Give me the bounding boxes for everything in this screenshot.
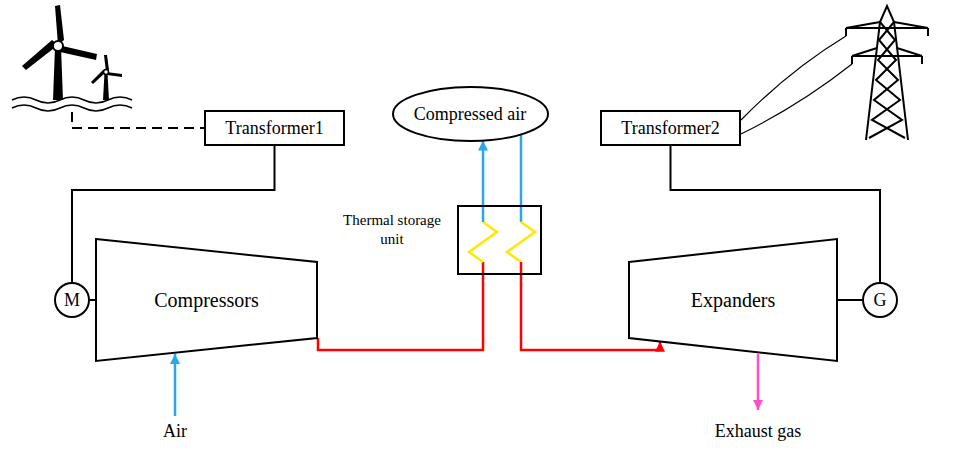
transmission-tower [741,6,928,140]
storage-vessel: Compressed air [392,86,549,142]
node-label: M [64,290,80,311]
air-flow-line [482,141,485,205]
outlet-label: Exhaust gas [715,421,801,442]
node-label: Transformer1 [225,118,323,139]
outline-path [393,87,548,141]
exhaust-arrow [757,354,760,410]
unit-label: Thermal storage unit [331,211,453,249]
heat-exchange-coils [469,205,535,275]
thermal-storage-box: Thermal storage unit [457,205,542,275]
transformer-box: Transformer2 [600,110,741,146]
air-inlet-arrow [174,354,177,416]
motor-symbol: M [54,282,90,318]
node-label: G [874,290,887,311]
node-label: Transformer2 [621,118,719,139]
outline-path [55,283,89,317]
sea-waves [12,97,132,111]
air-flow-line [520,134,523,205]
node-label: Expanders [691,289,775,312]
generator-symbol: G [862,282,898,318]
node-label: Compressors [154,289,258,312]
inlet-label: Air [163,421,187,442]
power-line [90,299,95,301]
power-line [838,299,862,301]
transformer-box: Transformer1 [204,110,345,146]
outline-path [96,239,317,361]
dashed-cable [72,112,204,128]
air-flow-line [318,275,483,350]
node-label: Compressed air [414,104,526,125]
expander-shape: Expanders [628,238,838,362]
compressor-shape: Compressors [95,238,318,362]
outline-path [863,283,897,317]
outline-path [629,239,837,361]
wind-turbine [22,5,122,100]
